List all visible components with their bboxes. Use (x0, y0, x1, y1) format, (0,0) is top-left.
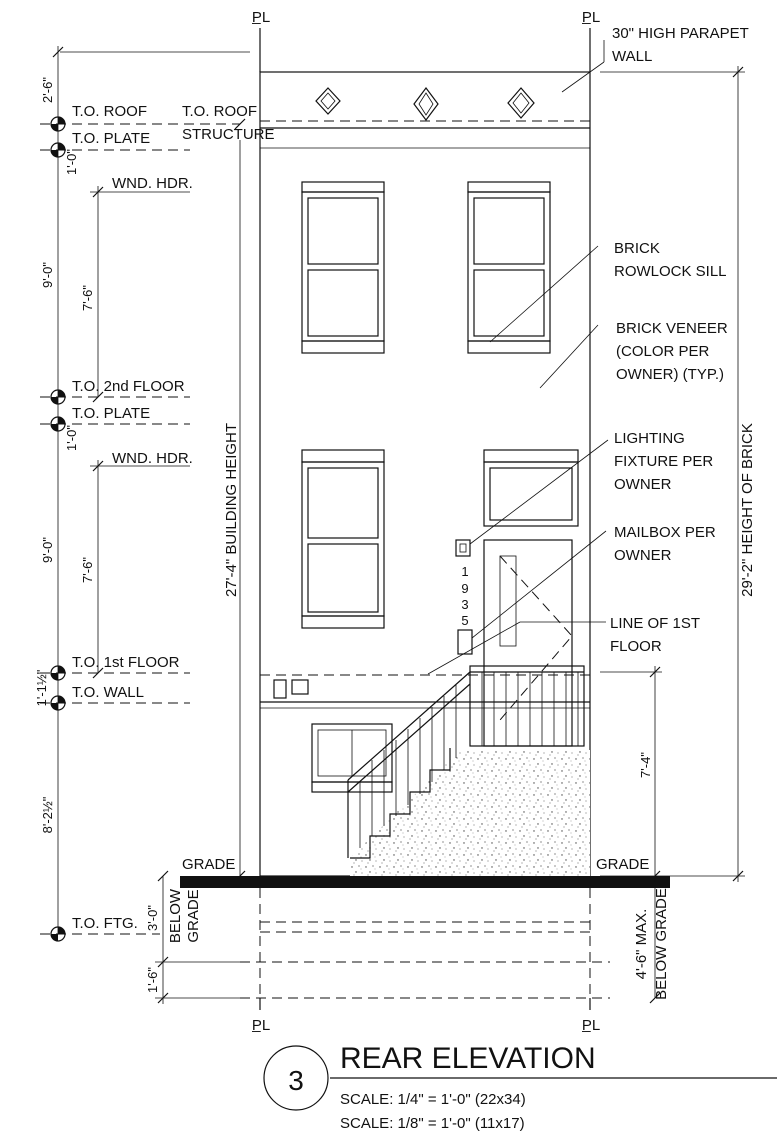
level-label: WND. HDR. (112, 450, 193, 467)
transom-window (483, 449, 579, 527)
dimension-label: 3'-0" (145, 905, 160, 931)
dimension-label: 8'-2½" (40, 796, 55, 833)
grade-line (180, 876, 670, 888)
below-grade-label: BELOW (167, 888, 184, 943)
drawing-title: REAR ELEVATION (340, 1042, 596, 1075)
foundation-below-grade (240, 888, 610, 999)
dimension-labels: 2'-6" 1'-0" 9'-0" 7'-6" 1'-0" 9'-0" 7'-6… (34, 77, 756, 1000)
lower-left-window (301, 449, 385, 629)
level-labels: T.O. ROOF T.O. PLATE WND. HDR. T.O. 2nd … (72, 103, 649, 932)
centerlines: P̲L P̲L P̲L P̲L (251, 9, 600, 1034)
centerline-mark: P̲L (251, 1017, 270, 1034)
roof-structure-label: STRUCTURE (182, 126, 275, 143)
landing-railing (469, 665, 585, 747)
dimension-label: 1'-6" (145, 967, 160, 993)
note-text: WALL (612, 48, 652, 65)
brick-height-label: 29'-2" HEIGHT OF BRICK (739, 423, 756, 597)
level-label: T.O. PLATE (72, 130, 150, 147)
callout-notes: 30" HIGH PARAPET WALL BRICK ROWLOCK SILL… (610, 25, 749, 655)
upper-left-window (301, 181, 385, 354)
leader-lines (427, 40, 609, 675)
dimension-label: 9'-0" (40, 262, 55, 288)
house-number: 1 9 3 5 (461, 564, 468, 628)
upper-right-window (467, 181, 551, 354)
dimension-label: 1'-0" (64, 425, 79, 451)
gravel-area (350, 750, 590, 876)
level-label: T.O. FTG. (72, 915, 138, 932)
level-label: T.O. WALL (72, 684, 144, 701)
max-below-grade-label: BELOW GRADE (653, 888, 670, 1000)
building-height-label: 27'-4" BUILDING HEIGHT (223, 423, 240, 597)
note-text: MAILBOX PER (614, 524, 716, 541)
dimension-label: 7'-4" (638, 752, 653, 778)
note-text: BRICK (614, 240, 660, 257)
below-grade-label: GRADE (185, 889, 202, 942)
note-text: 30" HIGH PARAPET (612, 25, 749, 42)
level-label: WND. HDR. (112, 175, 193, 192)
house-number-digit: 1 (461, 564, 468, 579)
roof-structure-label: T.O. ROOF (182, 103, 257, 120)
lighting-fixture (455, 539, 471, 557)
note-text: OWNER (614, 547, 672, 564)
note-text: BRICK VENEER (616, 320, 728, 337)
scale-note: SCALE: 1/8" = 1'-0" (11x17) (340, 1115, 525, 1132)
dimension-label: 1'-0" (64, 149, 79, 175)
level-label: T.O. 2nd FLOOR (72, 378, 185, 395)
house-number-digit: 3 (461, 597, 468, 612)
note-text: OWNER (614, 476, 672, 493)
note-text: FLOOR (610, 638, 662, 655)
dimension-label: 2'-6" (40, 77, 55, 103)
scale-note: SCALE: 1/4" = 1'-0" (22x34) (340, 1091, 526, 1108)
level-label: T.O. PLATE (72, 405, 150, 422)
centerline-mark: P̲L (581, 1017, 600, 1034)
note-text: LINE OF 1ST (610, 615, 700, 632)
basement-window (311, 723, 393, 793)
level-label: T.O. 1st FLOOR (72, 654, 180, 671)
dimension-lines (52, 46, 744, 1004)
dimension-label: 7'-6" (80, 557, 95, 583)
note-text: FIXTURE PER (614, 453, 713, 470)
centerline-mark: P̲L (581, 9, 600, 26)
house-number-digit: 5 (461, 613, 468, 628)
dimension-label: 9'-0" (40, 537, 55, 563)
centerline-mark: P̲L (251, 9, 270, 26)
parapet-diamonds (315, 87, 535, 121)
note-text: OWNER) (TYP.) (616, 366, 724, 383)
note-text: LIGHTING (614, 430, 685, 447)
title-block: 3 REAR ELEVATION SCALE: 1/4" = 1'-0" (22… (263, 1042, 777, 1132)
grade-label: GRADE (596, 856, 649, 873)
level-label: T.O. ROOF (72, 103, 147, 120)
drawing-number: 3 (288, 1065, 304, 1096)
rear-door (483, 539, 573, 747)
note-text: (COLOR PER (616, 343, 710, 360)
house-number-digit: 9 (461, 581, 468, 596)
meter-box (273, 679, 287, 699)
mailbox (457, 629, 473, 655)
grade-label: GRADE (182, 856, 235, 873)
note-text: ROWLOCK SILL (614, 263, 727, 280)
rear-stair (347, 671, 471, 859)
dimension-label: 7'-6" (80, 285, 95, 311)
meter-box (291, 679, 309, 695)
max-below-grade-label: 4'-6" MAX. (633, 909, 650, 980)
dimension-label: 1'-1½" (34, 669, 49, 706)
